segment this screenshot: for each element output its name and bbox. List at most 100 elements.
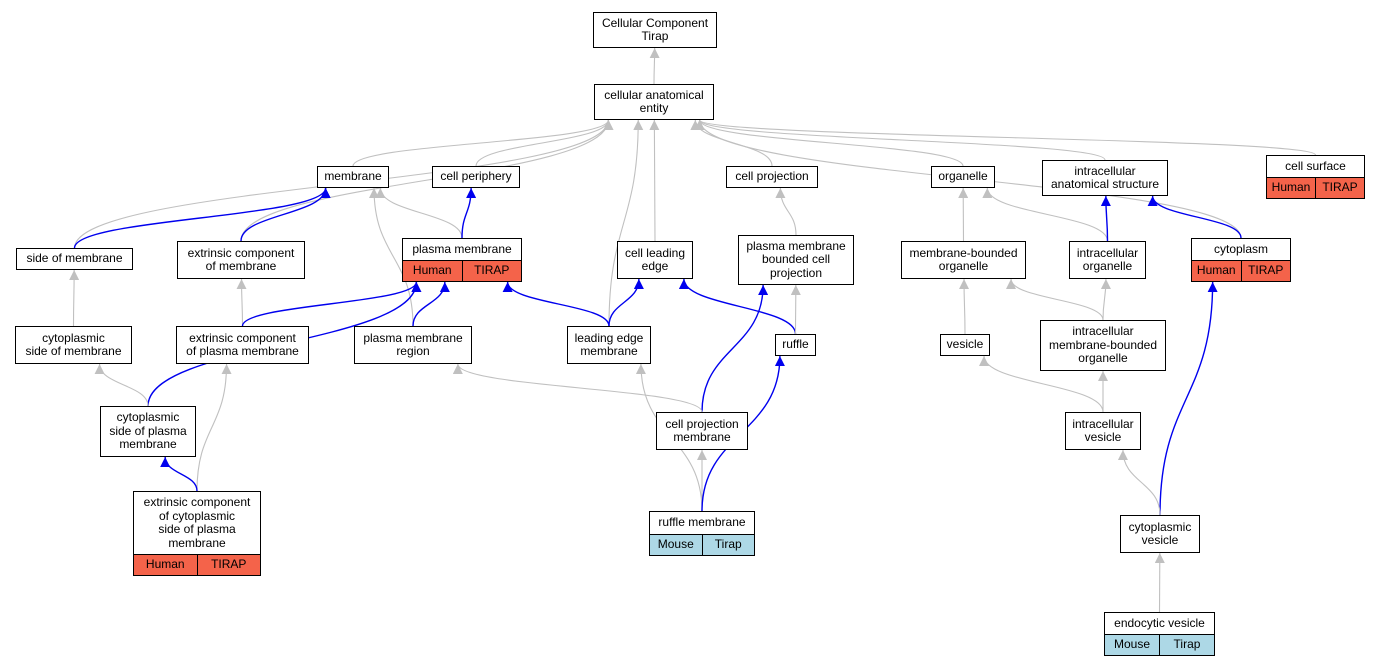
node-label: cytoplasmic vesicle bbox=[1128, 519, 1192, 547]
species-tag-mouse: Mouse bbox=[650, 535, 702, 555]
edge-leading-edge-membrane-to-plasma-membrane bbox=[502, 281, 610, 327]
node-leading-edge-membrane[interactable]: leading edge membrane bbox=[567, 326, 651, 364]
species-tag-human: Human bbox=[1192, 261, 1241, 281]
node-label: extrinsic component of membrane bbox=[187, 245, 295, 273]
gene-tag-tirap: TIRAP bbox=[461, 261, 521, 281]
node-label: cytoplasmic side of membrane bbox=[25, 330, 122, 358]
edge-membrane-to-cae bbox=[352, 119, 614, 167]
node-label: extrinsic component of cytoplasmic side … bbox=[143, 495, 251, 550]
node-vesicle[interactable]: vesicle bbox=[940, 334, 990, 356]
node-label: extrinsic component of plasma membrane bbox=[186, 330, 299, 358]
node-endocytic-vesicle[interactable]: endocytic vesicle Mouse Tirap bbox=[1104, 612, 1215, 656]
edge-ruffle-to-cell-leading-edge bbox=[678, 278, 797, 335]
node-plasma-membrane[interactable]: plasma membrane Human TIRAP bbox=[402, 238, 522, 282]
species-tag-human: Human bbox=[134, 555, 197, 575]
node-ruffle-membrane[interactable]: ruffle membrane Mouse Tirap bbox=[649, 511, 755, 556]
node-cellular-anatomical-entity[interactable]: cellular anatomical entity bbox=[594, 84, 714, 120]
edge-extrinsic-cyto-side-pm-to-extrinsic-pm bbox=[196, 363, 232, 492]
node-plasma-membrane-bounded-cell-projection[interactable]: plasma membrane bounded cell projection bbox=[738, 235, 854, 285]
edge-extrinsic-pm-to-extrinsic-membrane bbox=[236, 278, 247, 327]
node-label: vesicle bbox=[946, 337, 984, 352]
node-label: cellular anatomical entity bbox=[604, 87, 704, 115]
node-label: cytoplasmic side of plasma membrane bbox=[109, 410, 187, 452]
node-side-of-membrane[interactable]: side of membrane bbox=[16, 248, 133, 270]
node-label: cell projection bbox=[735, 169, 809, 184]
node-cell-leading-edge[interactable]: cell leading edge bbox=[617, 241, 693, 279]
edge-cell-leading-edge-to-cae bbox=[649, 119, 660, 242]
species-tag-human: Human bbox=[403, 261, 462, 281]
edge-intracellular-organelle-to-intracellular-anat bbox=[1100, 195, 1111, 242]
species-tag-mouse: Mouse bbox=[1105, 635, 1159, 655]
node-cell-periphery[interactable]: cell periphery bbox=[432, 166, 520, 188]
edge-intracellular-anat-to-cae bbox=[694, 119, 1106, 161]
node-intracellular-organelle[interactable]: intracellular organelle bbox=[1069, 241, 1146, 279]
species-tags: Human TIRAP bbox=[1192, 260, 1290, 281]
node-label: intracellular anatomical structure bbox=[1050, 163, 1160, 191]
node-label: Cellular Component Tirap bbox=[601, 15, 709, 43]
species-tags: Mouse Tirap bbox=[650, 534, 754, 555]
node-extrinsic-component-of-membrane[interactable]: extrinsic component of membrane bbox=[177, 241, 305, 279]
node-label: cell leading edge bbox=[624, 245, 686, 273]
edge-extrinsic-cyto-side-pm-to-cyto-side-pm bbox=[160, 456, 198, 492]
species-tag-human: Human bbox=[1267, 178, 1315, 198]
species-tags: Human TIRAP bbox=[1267, 177, 1364, 198]
edge-pm-region-to-plasma-membrane bbox=[412, 281, 450, 327]
edge-intra-mb-organelle-to-membrane-bounded-organelle bbox=[1006, 278, 1104, 321]
edge-intra-mb-organelle-to-intracellular-organelle bbox=[1100, 278, 1111, 321]
node-extrinsic-component-of-plasma-membrane[interactable]: extrinsic component of plasma membrane bbox=[176, 326, 309, 364]
node-cell-surface[interactable]: cell surface Human TIRAP bbox=[1266, 155, 1365, 199]
edge-pm-bounded-projection-to-cell-projection bbox=[775, 187, 797, 236]
node-intracellular-vesicle[interactable]: intracellular vesicle bbox=[1065, 412, 1141, 450]
gene-tag-tirap: Tirap bbox=[1159, 635, 1214, 655]
edge-leading-edge-membrane-to-cae bbox=[608, 119, 644, 327]
node-plasma-membrane-region[interactable]: plasma membrane region bbox=[354, 326, 472, 364]
node-label: organelle bbox=[938, 169, 988, 184]
edge-pm-region-to-membrane bbox=[369, 187, 414, 327]
edge-side-of-membrane-to-membrane bbox=[73, 187, 331, 249]
node-cellular-component-tirap[interactable]: Cellular Component Tirap bbox=[593, 12, 717, 48]
node-ruffle[interactable]: ruffle bbox=[775, 334, 816, 356]
node-label: endocytic vesicle bbox=[1114, 615, 1205, 630]
edge-cyto-side-pm-to-cyto-side-membrane bbox=[94, 363, 149, 407]
node-intracellular-anatomical-structure[interactable]: intracellular anatomical structure bbox=[1042, 160, 1168, 196]
node-cytoplasm[interactable]: cytoplasm Human TIRAP bbox=[1191, 238, 1291, 282]
gene-tag-tirap: TIRAP bbox=[1240, 261, 1290, 281]
edge-cyto-side-membrane-to-side-of-membrane bbox=[69, 269, 80, 327]
node-label: plasma membrane bounded cell projection bbox=[746, 238, 846, 280]
edge-organelle-to-cae bbox=[694, 119, 964, 167]
gene-tag-tirap: TIRAP bbox=[196, 555, 260, 575]
node-label: cell projection membrane bbox=[665, 416, 739, 444]
node-label: plasma membrane bbox=[412, 241, 512, 256]
edge-cell-projection-membrane-to-pm-region bbox=[452, 363, 703, 413]
node-cell-projection-membrane[interactable]: cell projection membrane bbox=[656, 412, 748, 450]
node-cytoplasmic-side-of-membrane[interactable]: cytoplasmic side of membrane bbox=[15, 326, 132, 364]
node-label: cytoplasm bbox=[1213, 241, 1269, 256]
node-intracellular-membrane-bounded-organelle[interactable]: intracellular membrane-bounded organelle bbox=[1040, 320, 1166, 371]
edge-intracellular-organelle-to-organelle bbox=[982, 187, 1109, 242]
node-cytoplasmic-vesicle[interactable]: cytoplasmic vesicle bbox=[1120, 515, 1200, 553]
edge-vesicle-to-membrane-bounded-organelle bbox=[959, 278, 970, 335]
node-membrane-bounded-organelle[interactable]: membrane-bounded organelle bbox=[901, 241, 1026, 279]
edge-extrinsic-pm-to-plasma-membrane bbox=[241, 281, 422, 327]
node-label: ruffle bbox=[782, 337, 809, 352]
gene-tag-tirap: Tirap bbox=[701, 535, 754, 555]
node-label: cell surface bbox=[1285, 158, 1346, 173]
node-label: side of membrane bbox=[26, 251, 123, 266]
node-cell-projection[interactable]: cell projection bbox=[726, 166, 818, 188]
node-extrinsic-component-of-cytoplasmic-side-of-plasma-membrane[interactable]: extrinsic component of cytoplasmic side … bbox=[133, 491, 261, 576]
edge-cell-surface-to-cae bbox=[694, 119, 1317, 156]
node-label: plasma membrane region bbox=[363, 330, 463, 358]
node-membrane[interactable]: membrane bbox=[317, 166, 389, 188]
node-label: intracellular organelle bbox=[1076, 245, 1139, 273]
node-label: intracellular vesicle bbox=[1072, 416, 1134, 444]
edge-leading-edge-membrane-to-cell-leading-edge bbox=[608, 278, 644, 327]
edge-extrinsic-membrane-to-cae bbox=[240, 119, 614, 242]
edge-intracellular-vesicle-to-vesicle bbox=[979, 355, 1104, 413]
edge-cell-periphery-to-cae bbox=[475, 119, 614, 167]
node-cytoplasmic-side-of-plasma-membrane[interactable]: cytoplasmic side of plasma membrane bbox=[100, 406, 196, 457]
node-label: membrane-bounded organelle bbox=[909, 245, 1018, 273]
species-tags: Mouse Tirap bbox=[1105, 634, 1214, 655]
node-organelle[interactable]: organelle bbox=[931, 166, 995, 188]
node-label: ruffle membrane bbox=[658, 515, 746, 530]
